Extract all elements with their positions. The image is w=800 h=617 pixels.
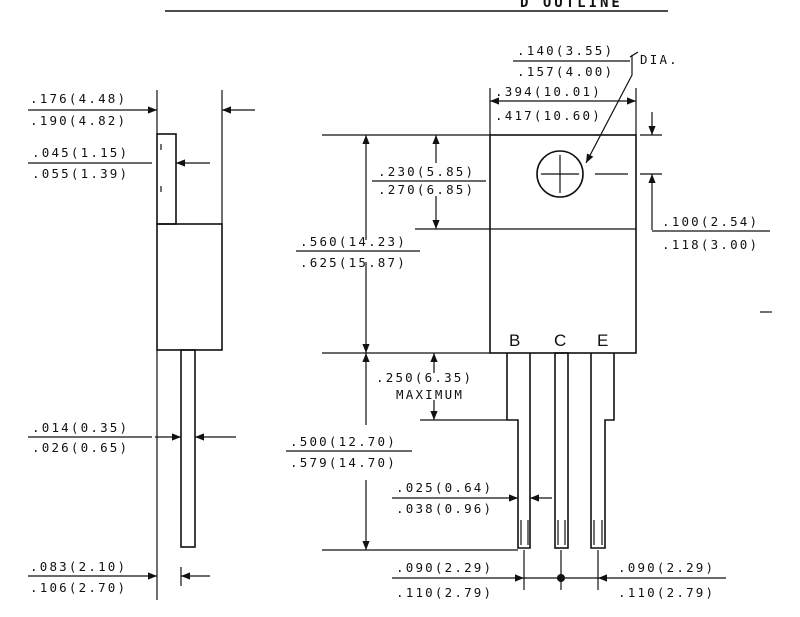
svg-text:.110(2.79): .110(2.79) [396, 585, 493, 600]
svg-text:.625(15.87): .625(15.87) [300, 255, 407, 270]
svg-text:.230(5.85): .230(5.85) [378, 164, 475, 179]
svg-text:.025(0.64): .025(0.64) [396, 480, 493, 495]
front-view: B C E [286, 43, 772, 600]
svg-text:.176(4.48): .176(4.48) [30, 91, 127, 106]
front-package-outline [489, 134, 637, 354]
svg-text:.045(1.15): .045(1.15) [32, 145, 129, 160]
svg-text:DIA.: DIA. [640, 52, 679, 67]
hole-dia-leader [585, 55, 633, 164]
dim-hole-offset: .100(2.54) .118(3.00) [652, 214, 770, 252]
mounting-hole [536, 150, 584, 198]
side-tab-outline [156, 133, 177, 225]
lead-b-outline [506, 353, 531, 549]
svg-text:.118(3.00): .118(3.00) [662, 237, 759, 252]
svg-text:.579(14.70): .579(14.70) [290, 455, 397, 470]
dim-body-thickness: .176(4.48) .190(4.82) [28, 91, 137, 128]
svg-text:.038(0.96): .038(0.96) [396, 501, 493, 516]
svg-text:.417(10.60): .417(10.60) [495, 108, 602, 123]
pin-label-c: C [554, 331, 566, 350]
svg-text:.157(4.00): .157(4.00) [517, 64, 614, 79]
side-body-outline [156, 223, 223, 351]
svg-text:.394(10.01): .394(10.01) [495, 84, 602, 99]
dim-lead-width: .025(0.64) .038(0.96) [392, 480, 498, 516]
svg-text:.090(2.29): .090(2.29) [396, 560, 493, 575]
svg-text:.083(2.10): .083(2.10) [30, 559, 127, 574]
svg-text:.090(2.29): .090(2.29) [618, 560, 715, 575]
svg-text:.055(1.39): .055(1.39) [32, 166, 129, 181]
svg-text:.250(6.35): .250(6.35) [376, 370, 473, 385]
side-lead-outline [180, 349, 196, 548]
header: D OUTLINE [165, 0, 668, 12]
svg-text:.026(0.65): .026(0.65) [32, 440, 129, 455]
pin-label-b: B [509, 331, 520, 350]
svg-text:.110(2.79): .110(2.79) [618, 585, 715, 600]
pitch-center-dot [557, 574, 565, 582]
dim-hole-dia: .140(3.55) .157(4.00) DIA. [513, 43, 679, 79]
dim-lead-shoulder: .250(6.35) MAXIMUM [376, 370, 473, 402]
lead-e-outline [590, 353, 615, 549]
svg-text:.140(3.55): .140(3.55) [517, 43, 614, 58]
svg-text:.014(0.35): .014(0.35) [32, 420, 129, 435]
dim-pitch-left: .090(2.29) .110(2.79) [392, 560, 505, 600]
dim-lead-offset: .083(2.10) .106(2.70) [28, 559, 138, 595]
svg-text:.106(2.70): .106(2.70) [30, 580, 127, 595]
svg-text:MAXIMUM: MAXIMUM [396, 387, 464, 402]
header-title: D OUTLINE [520, 0, 623, 11]
svg-text:.560(14.23): .560(14.23) [300, 234, 407, 249]
dim-lead-length: .500(12.70) .579(14.70) [286, 434, 412, 470]
dim-body-height: .560(14.23) .625(15.87) [296, 234, 420, 270]
dim-body-width: .394(10.01) .417(10.60) [495, 84, 602, 123]
dim-pitch-right: .090(2.29) .110(2.79) [616, 560, 726, 600]
dim-lead-thickness: .014(0.35) .026(0.65) [28, 420, 152, 455]
dim-tab-height: .230(5.85) .270(6.85) [372, 164, 486, 197]
svg-text:.190(4.82): .190(4.82) [30, 113, 127, 128]
dim-tab-thickness: .045(1.15) .055(1.39) [28, 145, 152, 181]
hole-dia-leader-tick [629, 51, 639, 58]
svg-text:.270(6.85): .270(6.85) [378, 182, 475, 197]
svg-text:.100(2.54): .100(2.54) [662, 214, 759, 229]
svg-text:.500(12.70): .500(12.70) [290, 434, 397, 449]
lead-c-outline [554, 352, 569, 549]
pin-label-e: E [597, 331, 608, 350]
side-view: .176(4.48) .190(4.82) .045(1.15) .055(1.… [28, 90, 255, 600]
